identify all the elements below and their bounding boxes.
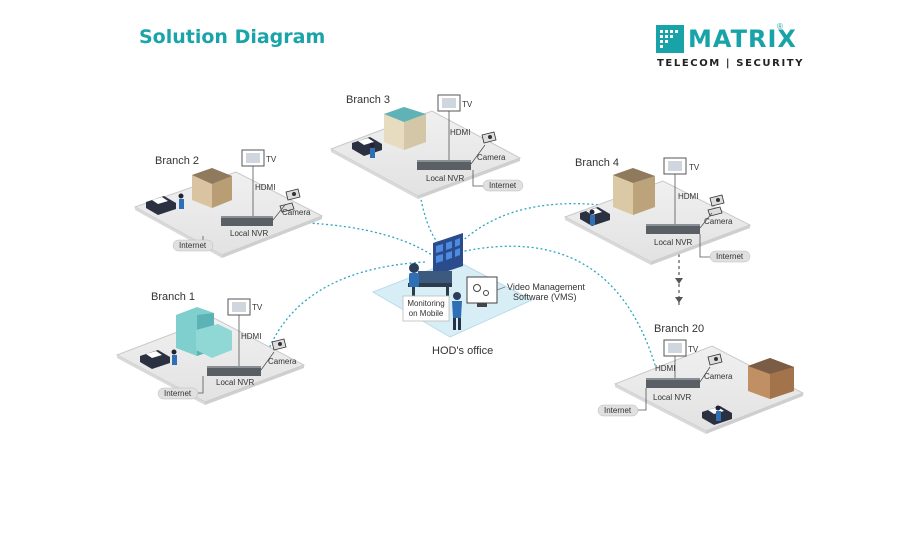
tv-label: TV [688, 345, 699, 354]
tv-label: TV [462, 100, 473, 109]
internet-label: Internet [604, 406, 632, 415]
branch-name: Branch 3 [346, 94, 390, 106]
internet-pill [709, 250, 751, 263]
branch: Branch 4 TV HDMI Camera Local NVR Intern… [563, 157, 752, 265]
person-icon [589, 209, 595, 225]
branch: Branch 20 TV HDMI Camera Local NVR Inter… [597, 323, 805, 434]
person-icon [715, 405, 721, 421]
hod-office: Monitoring on Mobile Video Management So… [371, 233, 585, 357]
tv-label: TV [252, 303, 263, 312]
vms-software-icon [466, 276, 498, 307]
building-icon [613, 168, 655, 215]
branch-continuation-arrow [675, 248, 683, 305]
camera-label: Camera [704, 372, 733, 381]
hdmi-label: HDMI [678, 192, 698, 201]
camera-label: Camera [477, 153, 506, 162]
tv-icon [663, 339, 687, 357]
tv-label: TV [266, 155, 277, 164]
operator-desk-icon [408, 263, 452, 305]
matrix-logo: MATRIX ® TELECOM | SECURITY [656, 22, 802, 74]
building-icon [748, 358, 794, 399]
building-icon [192, 168, 232, 208]
tv-icon [227, 298, 251, 316]
nvr-label: Local NVR [230, 229, 268, 238]
person-icon [369, 142, 375, 158]
nvr-label: Local NVR [653, 393, 691, 402]
local-nvr-device [417, 160, 471, 170]
hdmi-label: HDMI [450, 128, 470, 137]
branch: Branch 2 TV HDMI Camera Local NVR Intern… [133, 149, 324, 258]
branch-name: Branch 4 [575, 157, 619, 169]
vms-label-line2: Software (VMS) [513, 292, 577, 302]
logo-tagline: TELECOM | SECURITY [657, 58, 805, 69]
hub-label: HOD's office [432, 345, 493, 357]
local-nvr-device [646, 378, 700, 388]
police-car-icon [140, 350, 170, 369]
camera-icon [279, 188, 301, 213]
police-car-icon [146, 196, 176, 215]
camera-label: Camera [268, 357, 297, 366]
link-branch20 [459, 245, 656, 366]
mobile-user-icon [452, 292, 462, 330]
person-icon [178, 193, 184, 209]
camera-label: Camera [282, 208, 311, 217]
local-nvr-device [221, 216, 273, 226]
local-nvr-device [646, 224, 700, 234]
hdmi-label: HDMI [655, 364, 675, 373]
internet-label: Internet [489, 181, 517, 190]
monitoring-callout: Monitoring on Mobile [402, 295, 450, 322]
video-wall-icon [433, 233, 463, 276]
link-branch1 [261, 261, 426, 369]
logo-brand-name: MATRIX [688, 25, 797, 53]
camera-label: Camera [704, 217, 733, 226]
branch-name: Branch 1 [151, 291, 195, 303]
branch-name: Branch 2 [155, 155, 199, 167]
internet-label: Internet [164, 389, 192, 398]
camera-icon [707, 353, 723, 366]
internet-pill [597, 404, 639, 417]
camera-icon [481, 131, 497, 144]
nvr-label: Local NVR [426, 174, 464, 183]
camera-icon [271, 338, 287, 351]
tv-label: TV [689, 163, 700, 172]
logo-registered-mark: ® [777, 22, 783, 31]
monitoring-label-line1: Monitoring [407, 299, 444, 308]
person-icon [171, 349, 177, 365]
nvr-label: Local NVR [654, 238, 692, 247]
branch: Branch 1 TV HDMI Camera Local NVR Intern… [115, 291, 306, 405]
building-icon [176, 307, 232, 358]
tv-icon [241, 149, 265, 167]
nvr-label: Local NVR [216, 378, 254, 387]
vms-label-line1: Video Management [507, 282, 585, 292]
internet-pill [172, 239, 214, 252]
hdmi-label: HDMI [241, 332, 261, 341]
branch: Branch 3 TV HDMI Camera Local NVR Intern… [329, 94, 524, 199]
internet-label: Internet [716, 252, 744, 261]
tv-icon [663, 157, 687, 175]
branch-name: Branch 20 [654, 323, 704, 335]
local-nvr-device [207, 366, 261, 376]
internet-label: Internet [179, 241, 207, 250]
internet-pill [157, 387, 199, 400]
page-title: Solution Diagram [139, 26, 326, 48]
logo-mark-icon [656, 25, 684, 53]
monitoring-label-line2: on Mobile [409, 309, 444, 318]
tv-icon [437, 94, 461, 112]
internet-pill [482, 179, 524, 192]
building-icon [384, 107, 426, 150]
hdmi-label: HDMI [255, 183, 275, 192]
hub-floor [371, 259, 534, 338]
